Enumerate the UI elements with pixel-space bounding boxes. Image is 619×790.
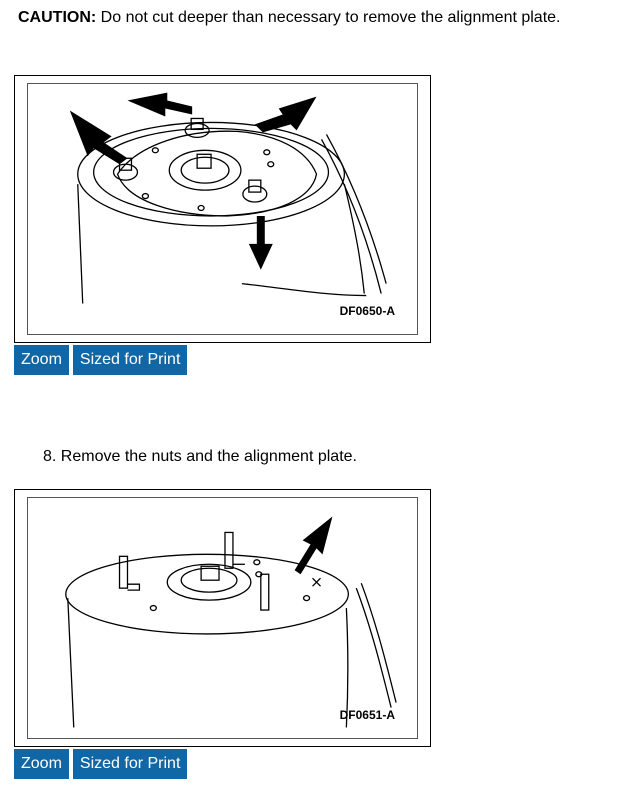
sized-for-print-button[interactable]: Sized for Print	[72, 749, 188, 779]
figure2-button-row: Zoom Sized for Print	[14, 749, 188, 779]
figure-frame: DF0651-A	[27, 497, 418, 739]
figure-df0650: DF0650-A	[14, 75, 431, 343]
zoom-button[interactable]: Zoom	[14, 345, 69, 375]
figure-code: DF0650-A	[339, 304, 395, 318]
caution-note: CAUTION: Do not cut deeper than necessar…	[18, 9, 561, 27]
strut-mount-illustration-with-arrows	[69, 92, 387, 304]
strut-mount-illustration-with-arrow	[65, 516, 397, 728]
figure-frame: DF0650-A	[27, 83, 418, 335]
caution-label: CAUTION:	[18, 9, 97, 26]
caution-text: Do not cut deeper than necessary to remo…	[96, 9, 561, 26]
figure-code: DF0651-A	[339, 708, 395, 722]
figure1-button-row: Zoom Sized for Print	[14, 345, 188, 375]
zoom-button[interactable]: Zoom	[14, 749, 69, 779]
figure-df0651: DF0651-A	[14, 489, 431, 747]
sized-for-print-button[interactable]: Sized for Print	[72, 345, 188, 375]
step-8-text: 8. Remove the nuts and the alignment pla…	[43, 448, 357, 465]
